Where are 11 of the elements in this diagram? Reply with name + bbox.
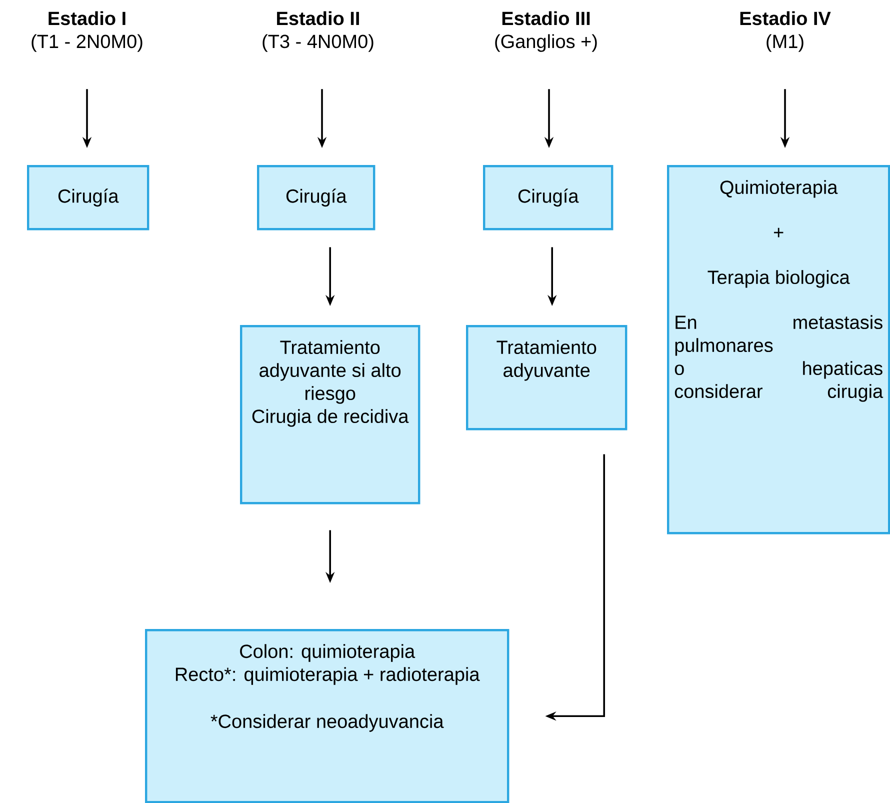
stage-heading: Estadio IV (M1) (740, 11, 831, 52)
treatment-box: Cirugía (27, 165, 150, 230)
stage-heading: Estadio III (Ganglios +) (495, 11, 597, 52)
treatment-box: Quimioterapia + Terapia biologica En metastasis pulmonares o hepaticas considerar cirugia (667, 165, 890, 534)
treatment-box: Tratamiento adyuvante (466, 325, 628, 430)
treatment-box: Tratamiento adyuvante si alto riesgo Cirugia de recidiva (240, 325, 420, 504)
stage-heading: Estadio II (T3 - 4N0M0) (262, 11, 374, 52)
treatment-box: Cirugía (257, 165, 376, 230)
treatment-box: Colon: quimioterapia Recto*: quimioterapia + radioterapia *Considerar neoadyuvancia (145, 629, 510, 803)
treatment-box: Cirugía (483, 165, 614, 230)
stage-heading: Estadio I (T1 - 2N0M0) (32, 11, 142, 52)
